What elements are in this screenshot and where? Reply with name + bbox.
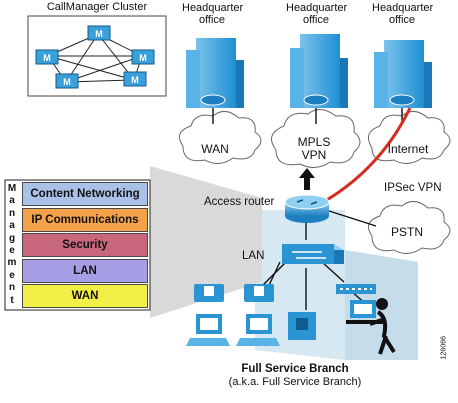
management-letter: M <box>7 183 17 194</box>
uplink-arrow <box>299 168 315 190</box>
hq-building-1 <box>186 38 244 108</box>
management-letter: a <box>9 220 15 232</box>
callmanager-node-label: M <box>139 53 147 63</box>
callmanager-node-label: M <box>131 75 139 85</box>
callmanager-cluster: M M M M M <box>27 15 167 97</box>
callmanager-node-label: M <box>43 53 51 63</box>
mpls-cloud <box>271 109 361 168</box>
cluster-title: CallManager Cluster <box>46 1 148 13</box>
hq-building-3 <box>374 40 432 108</box>
callmanager-node: M <box>55 73 79 89</box>
mpls-cloud-label: MPLS VPN <box>297 135 331 162</box>
ip-phone <box>244 284 274 302</box>
management-letter: t <box>10 294 14 306</box>
pc <box>236 314 280 346</box>
hq-office-label-1: Headquarter office <box>182 2 244 26</box>
hq-building-2 <box>290 34 348 108</box>
management-layer-wan: WAN <box>22 284 148 309</box>
wan-cloud <box>178 111 262 164</box>
management-layer-content-networking: Content Networking <box>22 182 148 206</box>
internet-cloud-label: Internet <box>387 142 429 156</box>
lan-label: LAN <box>242 250 265 262</box>
callmanager-node: M <box>87 25 111 41</box>
pstn-cloud-label: PSTN <box>390 225 423 239</box>
wan-cloud-label: WAN <box>201 142 229 156</box>
access-router-label: Access router <box>204 196 275 208</box>
management-letter: a <box>9 195 15 207</box>
callmanager-node: M <box>35 49 59 65</box>
internet-cloud <box>367 111 451 164</box>
management-layer-lan: LAN <box>22 258 148 283</box>
management-layer-security: Security <box>22 233 148 258</box>
hq-office-label-3: Headquarter office <box>372 2 434 26</box>
management-layer-ip-communications: IP Communications <box>22 207 148 232</box>
callmanager-node-label: M <box>63 77 71 87</box>
pstn-cloud <box>367 201 451 254</box>
access-router <box>284 194 330 223</box>
callmanager-node-label: M <box>95 29 103 39</box>
user-workstation <box>346 298 396 355</box>
callmanager-node: M <box>131 49 155 65</box>
wireless-hub <box>336 284 376 294</box>
branch-title: Full Service Branch <box>241 363 349 375</box>
lan-switch <box>282 244 344 264</box>
figure-id: 126066 <box>440 336 448 360</box>
management-letter: n <box>8 207 16 219</box>
ipsec-vpn-link <box>319 107 412 206</box>
hq-office-label-2: Headquarter office <box>286 2 348 26</box>
branch-subtitle: (a.k.a. Full Service Branch) <box>228 376 362 388</box>
ipsec-vpn-label: IPSec VPN <box>384 182 442 194</box>
management-letter: m <box>7 257 17 269</box>
management-letter: e <box>9 245 15 256</box>
video-device <box>288 312 316 340</box>
callmanager-node: M <box>123 71 147 87</box>
ip-phone <box>194 284 224 302</box>
management-letter: n <box>8 282 16 294</box>
management-letter: e <box>9 269 15 281</box>
management-letter: g <box>8 232 16 244</box>
pc <box>186 314 230 346</box>
